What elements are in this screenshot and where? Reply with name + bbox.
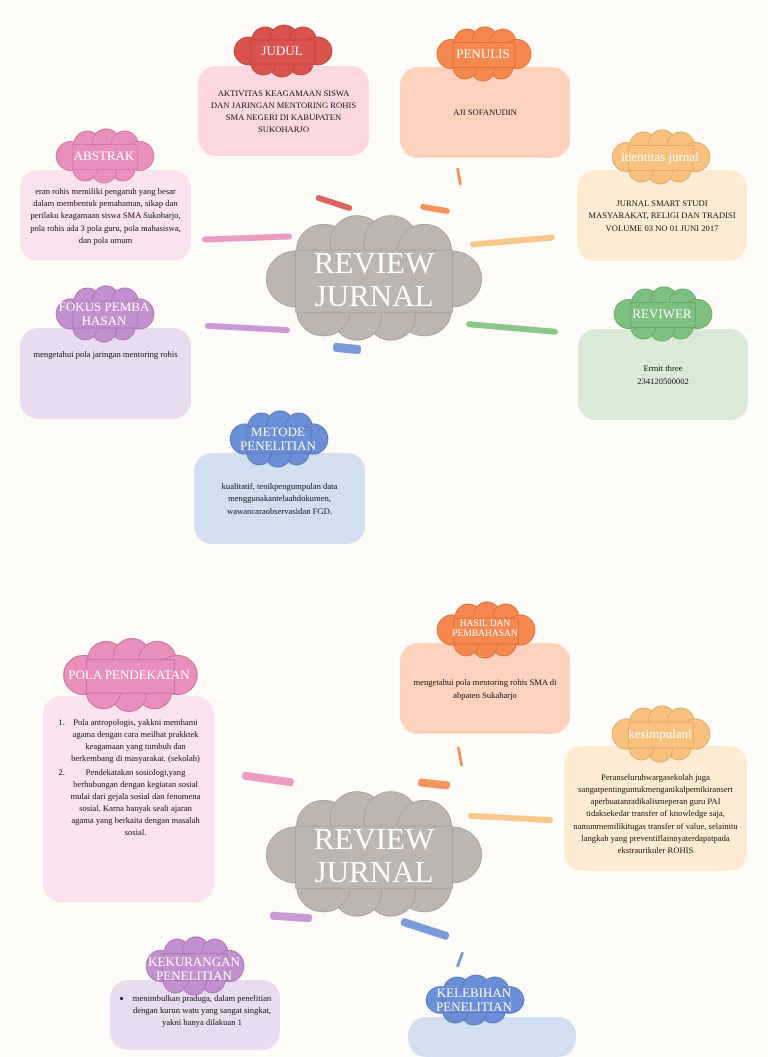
pola-card: Pola antropologis, yakkni memhami agama …: [43, 696, 214, 902]
connector-stroke: [455, 951, 465, 968]
connector-stroke: [417, 778, 451, 790]
kesimpulan-text: Peranseluruhwargasekolah juga sangatpent…: [573, 772, 738, 855]
identitas-text: JURNAL SMART STUDI MASYARAKAT, RELIGI DA…: [588, 198, 736, 233]
fokus-card: mengetahui pola jaringan mentoring rohis: [20, 328, 191, 419]
kesimpulan-cloud: kesimpulanl: [608, 705, 712, 763]
kesimpulan-card: Peranseluruhwargasekolah juga sangatpent…: [564, 746, 747, 871]
metode-text: kualitatif, tenikpengumpulan data menggu…: [221, 481, 338, 516]
abstrak-text: eran rohis memiliki pengaruh yang besar …: [30, 186, 181, 245]
center-cloud: REVIEW JURNAL: [262, 791, 486, 917]
connector-stroke: [315, 194, 353, 212]
list-item: menimbulkan praduga, dalam penelitian de…: [132, 992, 272, 1028]
kesimpulan-label: kesimpulanl: [628, 726, 692, 742]
kekurangan-label: KEKURANGAN PENELITIAN: [148, 954, 240, 983]
center-cloud: REVIEW JURNAL: [262, 215, 486, 341]
connector-stroke: [456, 746, 464, 767]
kelebihan-label: KELEBIHAN PENELITIAN: [436, 985, 512, 1014]
pola-cloud: POLA PENDEKATAN: [58, 638, 200, 712]
pola-label: POLA PENDEKATAN: [68, 667, 190, 683]
reviewer-cloud: REVIWER: [610, 286, 714, 342]
penulis-label: PENULIS: [456, 46, 510, 62]
reviewer-label: REVIWER: [632, 306, 692, 322]
identitas-cloud: identitas jurnal: [608, 129, 712, 185]
connector-stroke: [332, 342, 362, 355]
kelebihan-cloud: KELEBIHAN PENELITIAN: [422, 974, 526, 1026]
hasil-text: mengetahui pola mentoring rohis SMA di a…: [413, 677, 557, 700]
connector-stroke: [399, 917, 451, 941]
abstrak-cloud: ABSTRAK: [52, 128, 156, 184]
connector-stroke: [419, 203, 451, 215]
identitas-label: identitas jurnal: [621, 149, 699, 165]
identitas-card: JURNAL SMART STUDI MASYARAKAT, RELIGI DA…: [577, 170, 747, 261]
fokus-cloud: FOKUS PEMBAHASAN: [52, 285, 156, 343]
list-item: Pendekatakan sosiologi,yang berhubungan …: [67, 766, 204, 838]
reviewer-id: 234120500002: [637, 375, 689, 386]
connector-stroke: [241, 771, 295, 787]
fokus-text: mengetahui pola jaringan mentoring rohis: [33, 349, 178, 359]
metode-label: METODE PENELITIAN: [240, 424, 316, 453]
metode-card: kualitatif, tenikpengumpulan data menggu…: [194, 453, 365, 544]
center-title: REVIEW JURNAL: [313, 820, 435, 889]
hasil-label: HASIL DAN PEMBAHASAN: [452, 619, 518, 639]
penulis-card: AJI SOFANUDIN: [400, 67, 570, 158]
kekurangan-list: menimbulkan praduga, dalam penelitian de…: [114, 992, 272, 1030]
judul-cloud: JUDUL: [230, 24, 334, 78]
abstrak-card: eran rohis memiliki pengaruh yang besar …: [20, 170, 191, 261]
judul-card: AKTIVITAS KEAGAMAAN SISWA DAN JARINGAN M…: [198, 66, 369, 156]
reviewer-card: Ermit three 234120500002: [578, 329, 748, 420]
fokus-label: FOKUS PEMBAHASAN: [58, 299, 150, 328]
penulis-cloud: PENULIS: [433, 26, 533, 82]
penulis-text: AJI SOFANUDIN: [453, 107, 517, 118]
connector-stroke: [455, 167, 463, 186]
metode-cloud: METODE PENELITIAN: [226, 410, 330, 468]
kekurangan-cloud: KEKURANGAN PENELITIAN: [142, 936, 246, 996]
hasil-cloud: HASIL DAN PEMBAHASAN: [433, 601, 537, 659]
judul-text: AKTIVITAS KEAGAMAAN SISWA DAN JARINGAN M…: [210, 87, 357, 135]
reviewer-name: Ermit three: [643, 363, 683, 374]
abstrak-label: ABSTRAK: [73, 148, 135, 164]
center-title: REVIEW JURNAL: [313, 244, 435, 313]
judul-label: JUDUL: [261, 43, 303, 59]
pola-list: Pola antropologis, yakkni memhami agama …: [49, 716, 204, 840]
list-item: Pola antropologis, yakkni memhami agama …: [67, 716, 204, 764]
